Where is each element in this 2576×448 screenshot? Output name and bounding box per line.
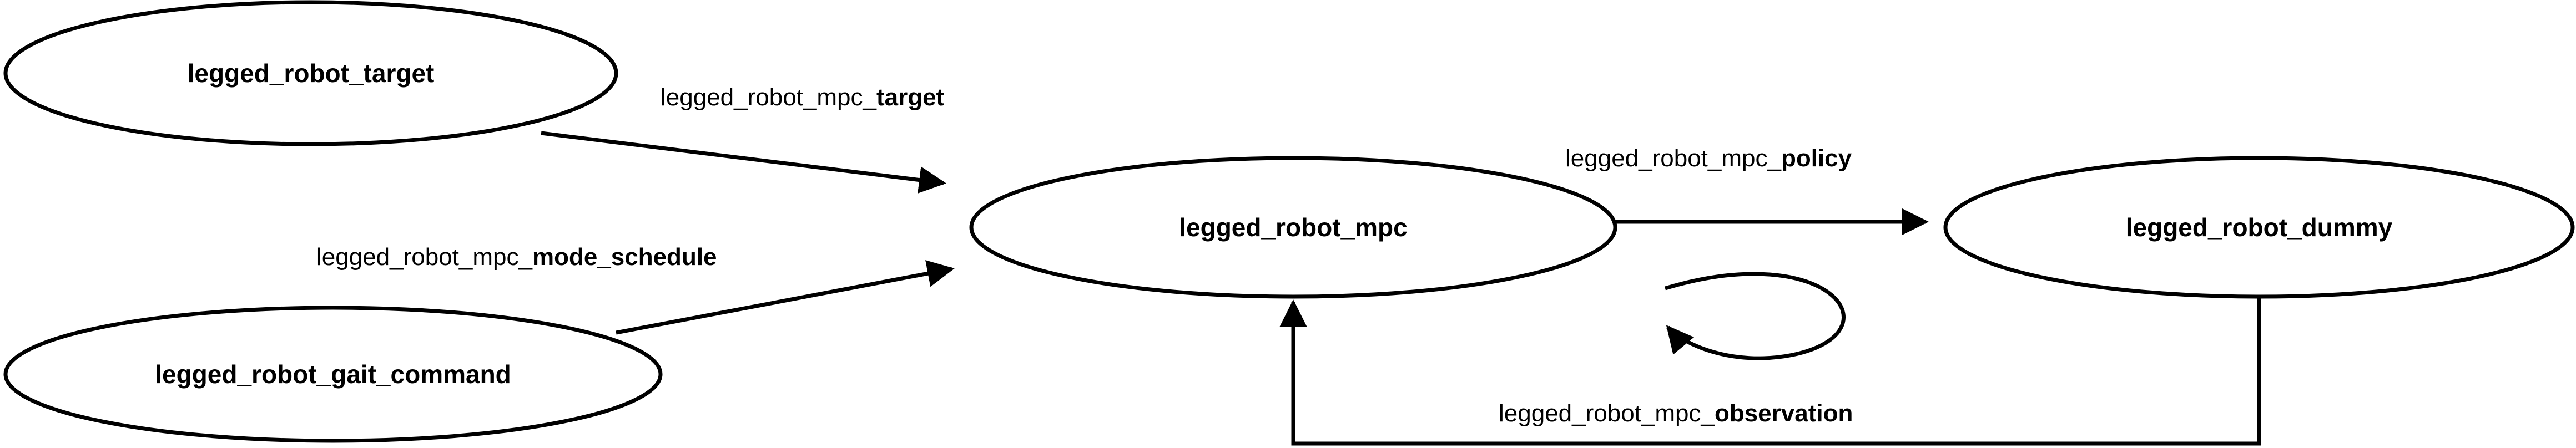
edge-arrow-dummy-to-mpc: [1279, 297, 2261, 446]
edge-label-observation: legged_robot_mpc_observation: [1499, 400, 1853, 427]
edge-arrow-self-loop: [1664, 272, 1846, 360]
edge-label-text-policy: legged_robot_mpc_policy: [1565, 145, 1852, 172]
node-ellipse-legged-robot-mpc[interactable]: [969, 156, 1617, 299]
node-label-legged-robot-dummy: legged_robot_dummy: [2126, 213, 2393, 242]
edge-gait-to-mpc: [616, 260, 955, 335]
edge-label-prefix-policy: legged_robot_mpc_: [1565, 145, 1781, 172]
edge-label-suffix-target: target: [876, 84, 945, 111]
node-ellipse-legged-robot-dummy[interactable]: [1943, 156, 2575, 299]
node-legged-robot-gait-command[interactable]: legged_robot_gait_command: [3, 306, 663, 443]
edge-arrow-gait-to-mpc: [616, 260, 955, 335]
edge-label-text-observation: legged_robot_mpc_observation: [1499, 400, 1853, 427]
edge-mpc-self-loop: [1664, 272, 1846, 360]
edge-label-prefix-target: legged_robot_mpc_: [661, 84, 876, 111]
edge-label-suffix-mode-schedule: mode_schedule: [532, 243, 717, 271]
edge-label-text-target: legged_robot_mpc_target: [661, 84, 945, 111]
edge-label-prefix-observation: legged_robot_mpc_: [1499, 400, 1715, 427]
edge-label-suffix-policy: policy: [1781, 145, 1852, 172]
edge-label-suffix-observation: observation: [1715, 400, 1853, 427]
node-ellipse-legged-robot-target[interactable]: [3, 0, 618, 146]
node-legged-robot-target[interactable]: legged_robot_target: [3, 0, 618, 146]
edge-label-policy: legged_robot_mpc_policy: [1565, 145, 1852, 172]
edge-label-prefix-mode-schedule: legged_robot_mpc_: [316, 243, 532, 271]
node-label-legged-robot-target: legged_robot_target: [188, 59, 435, 88]
node-label-legged-robot-mpc: legged_robot_mpc: [1179, 213, 1408, 242]
node-label-legged-robot-gait-command: legged_robot_gait_command: [155, 360, 511, 389]
edge-label-text-mode-schedule: legged_robot_mpc_mode_schedule: [316, 243, 717, 271]
node-legged-robot-dummy[interactable]: legged_robot_dummy: [1943, 156, 2575, 299]
edge-target-to-mpc: [541, 131, 946, 194]
edge-dummy-to-mpc: [1279, 297, 2261, 446]
node-ellipse-legged-robot-gait-command[interactable]: [3, 306, 663, 443]
edge-label-mode-schedule: legged_robot_mpc_mode_schedule: [316, 243, 717, 271]
edge-label-target: legged_robot_mpc_target: [661, 84, 945, 111]
node-legged-robot-mpc[interactable]: legged_robot_mpc: [969, 156, 1617, 299]
edge-arrow-target-to-mpc: [541, 131, 946, 194]
